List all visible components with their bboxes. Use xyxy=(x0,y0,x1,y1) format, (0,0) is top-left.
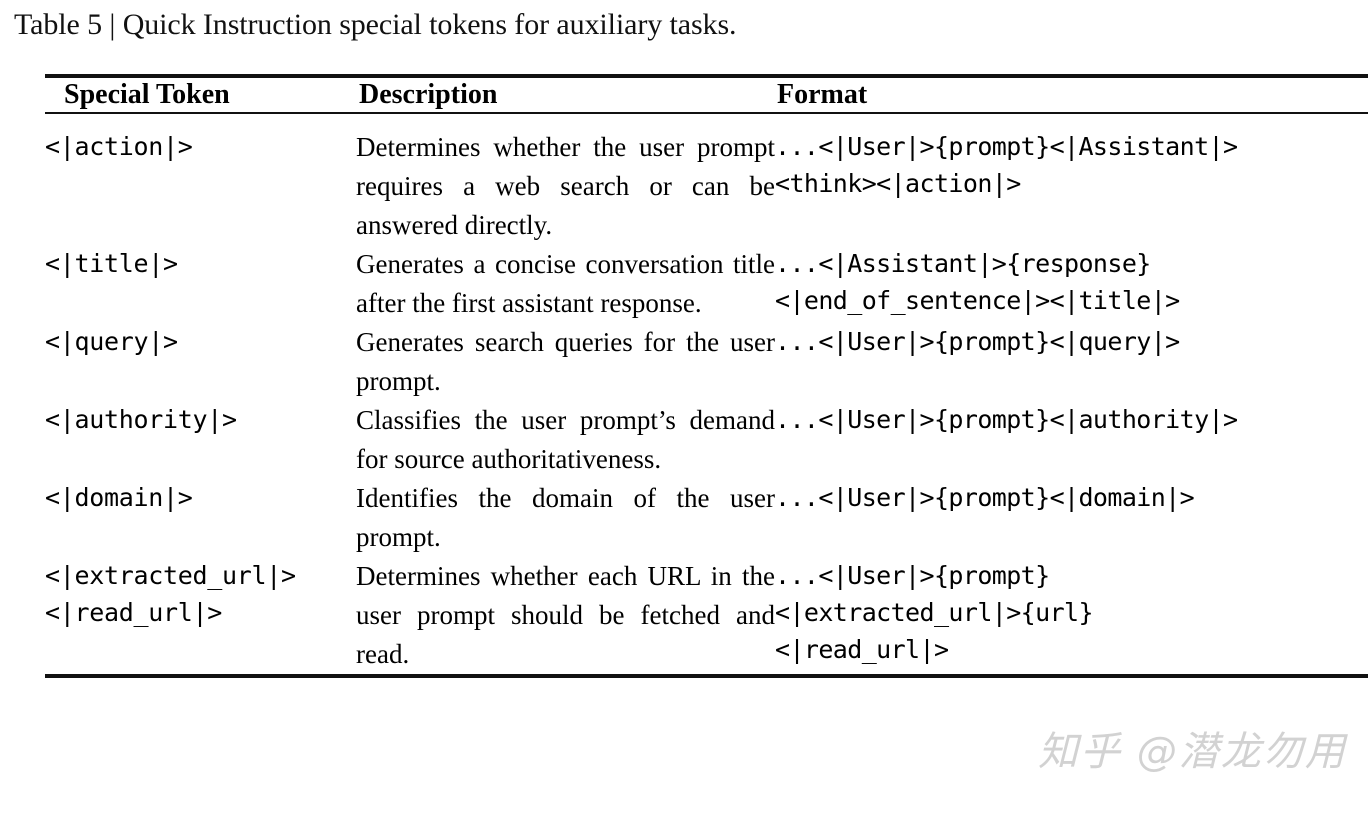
watermark-text: 知乎 @潜龙勿用 xyxy=(1038,729,1347,775)
cell-format: ...<|User|>{prompt}<|query|> xyxy=(775,323,1368,401)
table-header-row: Special Token Description Format xyxy=(45,78,1368,112)
cell-format: ...<|User|>{prompt}<|Assistant|> <think>… xyxy=(775,114,1368,245)
table-caption: Table 5 | Quick Instruction special toke… xyxy=(14,8,737,41)
format-line: ...<|User|>{prompt}<|domain|> xyxy=(775,483,1195,512)
table-top-rule xyxy=(45,74,1368,78)
table-row: <|domain|> Identifies the domain of the … xyxy=(45,479,1368,557)
table-row: <|query|> Generates search queries for t… xyxy=(45,323,1368,401)
description-text: Determines whether the user prompt requi… xyxy=(356,132,775,240)
cell-special-token: <|extracted_url|> <|read_url|> xyxy=(45,557,356,674)
cell-format: ...<|User|>{prompt}<|domain|> xyxy=(775,479,1368,557)
special-tokens-table-body: <|action|> Determines whether the user p… xyxy=(45,114,1368,674)
description-text: Determines whether each URL in the user … xyxy=(356,561,775,669)
table-header-rule xyxy=(45,112,1368,114)
cell-special-token: <|title|> xyxy=(45,245,356,323)
special-tokens-table: Special Token Description Format xyxy=(45,78,1368,112)
format-line: <think><|action|> xyxy=(775,169,1021,198)
format-line: ...<|User|>{prompt} xyxy=(775,561,1050,590)
format-line: ...<|User|>{prompt}<|Assistant|> xyxy=(775,132,1238,161)
table-container: Special Token Description Format <|actio… xyxy=(45,74,1368,678)
cell-description: Generates a concise conversa­tion title … xyxy=(356,245,775,323)
cell-special-token: <|domain|> xyxy=(45,479,356,557)
cell-special-token: <|query|> xyxy=(45,323,356,401)
table-row: <|action|> Determines whether the user p… xyxy=(45,114,1368,245)
cell-description: Generates search queries for the user pr… xyxy=(356,323,775,401)
format-line: ...<|Assistant|>{response} xyxy=(775,249,1151,278)
description-text: Classifies the user prompt’s demand for … xyxy=(356,405,775,474)
column-header-special-token: Special Token xyxy=(64,79,230,110)
column-header-description: Description xyxy=(359,79,498,110)
column-header-format: Format xyxy=(777,79,868,110)
cell-special-token: <|action|> xyxy=(45,114,356,245)
description-text: Generates search queries for the user pr… xyxy=(356,327,775,396)
special-token-value: <|query|> xyxy=(45,327,178,356)
special-token-value-secondary: <|read_url|> xyxy=(45,598,223,627)
special-token-value: <|extracted_url|> xyxy=(45,561,296,590)
cell-description: Determines whether each URL in the user … xyxy=(356,557,775,674)
description-text: Generates a concise conversa­tion title … xyxy=(356,249,775,318)
cell-special-token: <|authority|> xyxy=(45,401,356,479)
cell-description: Classifies the user prompt’s demand for … xyxy=(356,401,775,479)
special-token-value: <|action|> xyxy=(45,132,193,161)
table-row: <|extracted_url|> <|read_url|> Determine… xyxy=(45,557,1368,674)
cell-format: ...<|User|>{prompt}<|authority|> xyxy=(775,401,1368,479)
special-token-value: <|title|> xyxy=(45,249,178,278)
table-row: <|title|> Generates a concise conversa­t… xyxy=(45,245,1368,323)
format-line: <|extracted_url|>{url} xyxy=(775,598,1094,627)
cell-description: Identifies the domain of the user prompt… xyxy=(356,479,775,557)
table-bottom-rule xyxy=(45,674,1368,678)
special-token-value: <|authority|> xyxy=(45,405,237,434)
cell-format: ...<|Assistant|>{response} <|end_of_sent… xyxy=(775,245,1368,323)
cell-description: Determines whether the user prompt requi… xyxy=(356,114,775,245)
format-line: ...<|User|>{prompt}<|authority|> xyxy=(775,405,1238,434)
description-text: Identifies the domain of the user prompt… xyxy=(356,483,775,552)
cell-format: ...<|User|>{prompt} <|extracted_url|>{ur… xyxy=(775,557,1368,674)
format-line: ...<|User|>{prompt}<|query|> xyxy=(775,327,1180,356)
format-line: <|read_url|> xyxy=(775,635,949,664)
table-row: <|authority|> Classifies the user prompt… xyxy=(45,401,1368,479)
special-token-value: <|domain|> xyxy=(45,483,193,512)
format-line: <|end_of_sentence|><|title|> xyxy=(775,286,1180,315)
